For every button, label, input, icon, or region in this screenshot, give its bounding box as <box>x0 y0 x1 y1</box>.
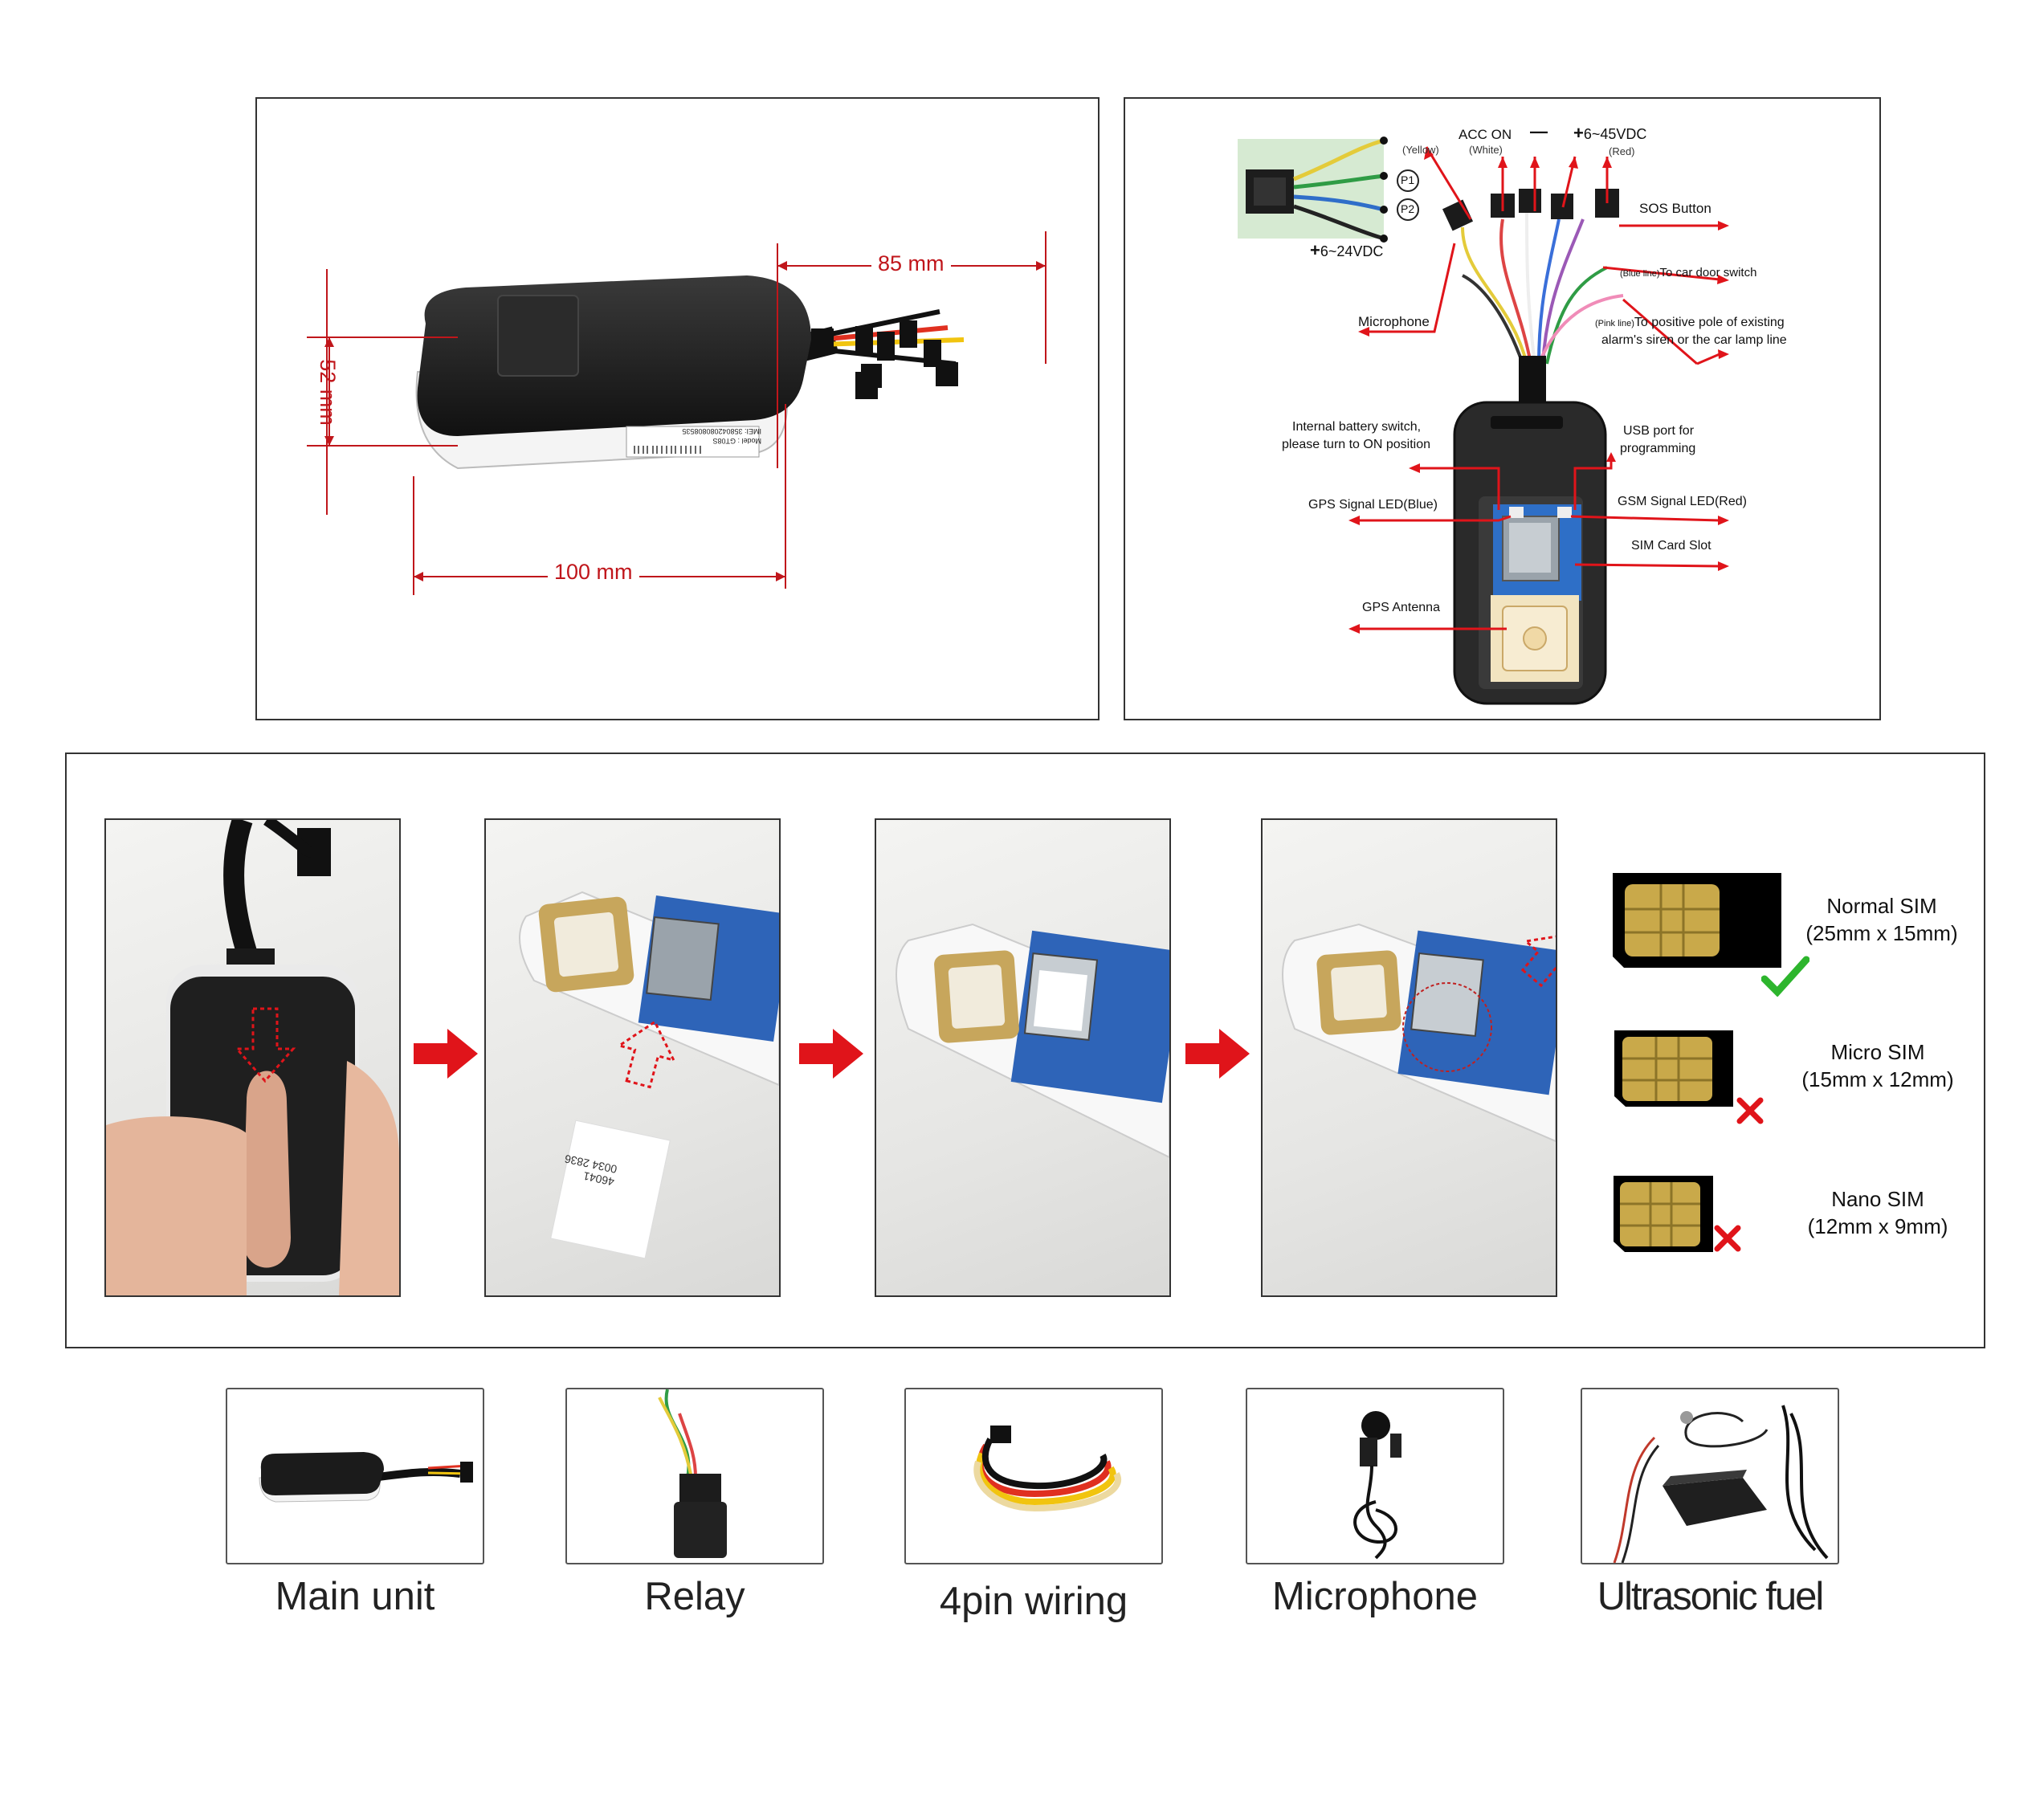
microphone-icon <box>1353 1411 1401 1560</box>
device-photo <box>307 231 1046 595</box>
minus-label: — <box>1530 121 1548 141</box>
accessory-ultrasonic-fuel-label: Ultrasonic fuel <box>1597 1575 1824 1618</box>
insert-sim-illustration <box>519 891 779 1259</box>
height-dimension-label: 52 mm <box>315 359 340 426</box>
micro-sim-icon <box>1614 1030 1733 1107</box>
plus-sign: + <box>1573 123 1584 143</box>
length-dimension-label: 100 mm <box>548 560 639 585</box>
acc-on-label: ACC ON <box>1459 127 1512 142</box>
normal-sim-icon <box>1613 873 1781 968</box>
red-wire-label: (Red) <box>1609 145 1635 157</box>
step-arrow-icon <box>1185 1029 1250 1079</box>
sim-install-panel: 46041 0034 2836 <box>65 753 1985 1348</box>
check-icon <box>1761 956 1809 997</box>
normal-sim-label: Normal SIM (25mm x 15mm) <box>1805 894 1958 945</box>
plus-sign: + <box>1310 240 1320 260</box>
gps-antenna-label: GPS Antenna <box>1362 601 1440 614</box>
width-dimension-label: 85 mm <box>871 251 951 276</box>
plus-6-24-label: +6~24VDC <box>1310 240 1384 260</box>
nano-sim-icon <box>1614 1176 1713 1252</box>
step-sim-inserted-photo <box>875 818 1171 1297</box>
sos-button-label: SOS Button <box>1639 201 1711 216</box>
pink-line-label: (Pink line)To positive pole of existing <box>1595 316 1785 329</box>
usb-port-label: USB port for <box>1623 424 1695 438</box>
step-arrow-icon <box>799 1029 863 1079</box>
wiring-panel: ACC ON (White) (Yellow) — +6~45VDC (Red)… <box>1124 97 1881 720</box>
micro-sim-label: Micro SIM (15mm x 12mm) <box>1801 1040 1954 1091</box>
gsm-led-label: GSM Signal LED(Red) <box>1618 495 1747 508</box>
accessory-main-unit <box>226 1388 484 1564</box>
relay-icon <box>658 1389 727 1558</box>
microphone-label: Microphone <box>1358 314 1430 329</box>
accessory-ultrasonic-fuel <box>1581 1388 1839 1564</box>
step-insert-sim-photo: 46041 0034 2836 <box>484 818 781 1297</box>
cross-icon <box>1714 1225 1741 1252</box>
accessory-relay <box>565 1388 824 1564</box>
accessory-main-unit-label: Main unit <box>275 1575 435 1618</box>
open-cover-illustration <box>106 820 399 1295</box>
main-unit-icon <box>259 1452 473 1503</box>
usb-port-label-2: programming <box>1620 442 1696 455</box>
battery-switch-label: Internal battery switch, <box>1292 420 1422 434</box>
yellow-wire-label: (Yellow) <box>1402 144 1439 156</box>
sim-slot-label: SIM Card Slot <box>1631 539 1711 553</box>
step-arrow-icon <box>414 1029 478 1079</box>
dimensions-panel: Model : GT08S IMEI: 358042080808535 85 m… <box>255 97 1100 720</box>
acc-on-color-label: (White) <box>1469 144 1503 156</box>
cross-icon <box>1736 1097 1764 1124</box>
sim-inserted-illustration <box>896 923 1169 1159</box>
ultrasonic-fuel-sensor-icon <box>1613 1405 1829 1563</box>
lock-sim-illustration <box>1282 923 1556 1143</box>
accessory-4pin-wiring-label: 4pin wiring <box>939 1580 1128 1623</box>
accessory-4pin-wiring <box>904 1388 1163 1564</box>
nano-sim-label: Nano SIM (12mm x 9mm) <box>1807 1187 1948 1238</box>
accessory-microphone-label: Microphone <box>1271 1575 1479 1618</box>
wiring-diagram <box>1238 137 1729 705</box>
gps-led-label: GPS Signal LED(Blue) <box>1308 498 1438 512</box>
device-sticker-text: Model : GT08S IMEI: 358042080808535 <box>682 427 761 445</box>
blue-line-label: (Blue line)To car door switch <box>1620 266 1757 279</box>
accessory-microphone <box>1246 1388 1504 1564</box>
step-open-cover-photo <box>104 818 401 1297</box>
wiring-harness-icon <box>973 1426 1121 1512</box>
step-lock-sim-photo <box>1261 818 1557 1297</box>
p1-label: P1 <box>1401 173 1415 186</box>
pink-line-label-2: alarm's siren or the car lamp line <box>1601 333 1787 347</box>
battery-switch-label-2: please turn to ON position <box>1282 438 1430 451</box>
accessory-relay-label: Relay <box>644 1575 745 1618</box>
plus-6-45-label: +6~45VDC <box>1573 123 1647 143</box>
p2-label: P2 <box>1401 202 1415 215</box>
